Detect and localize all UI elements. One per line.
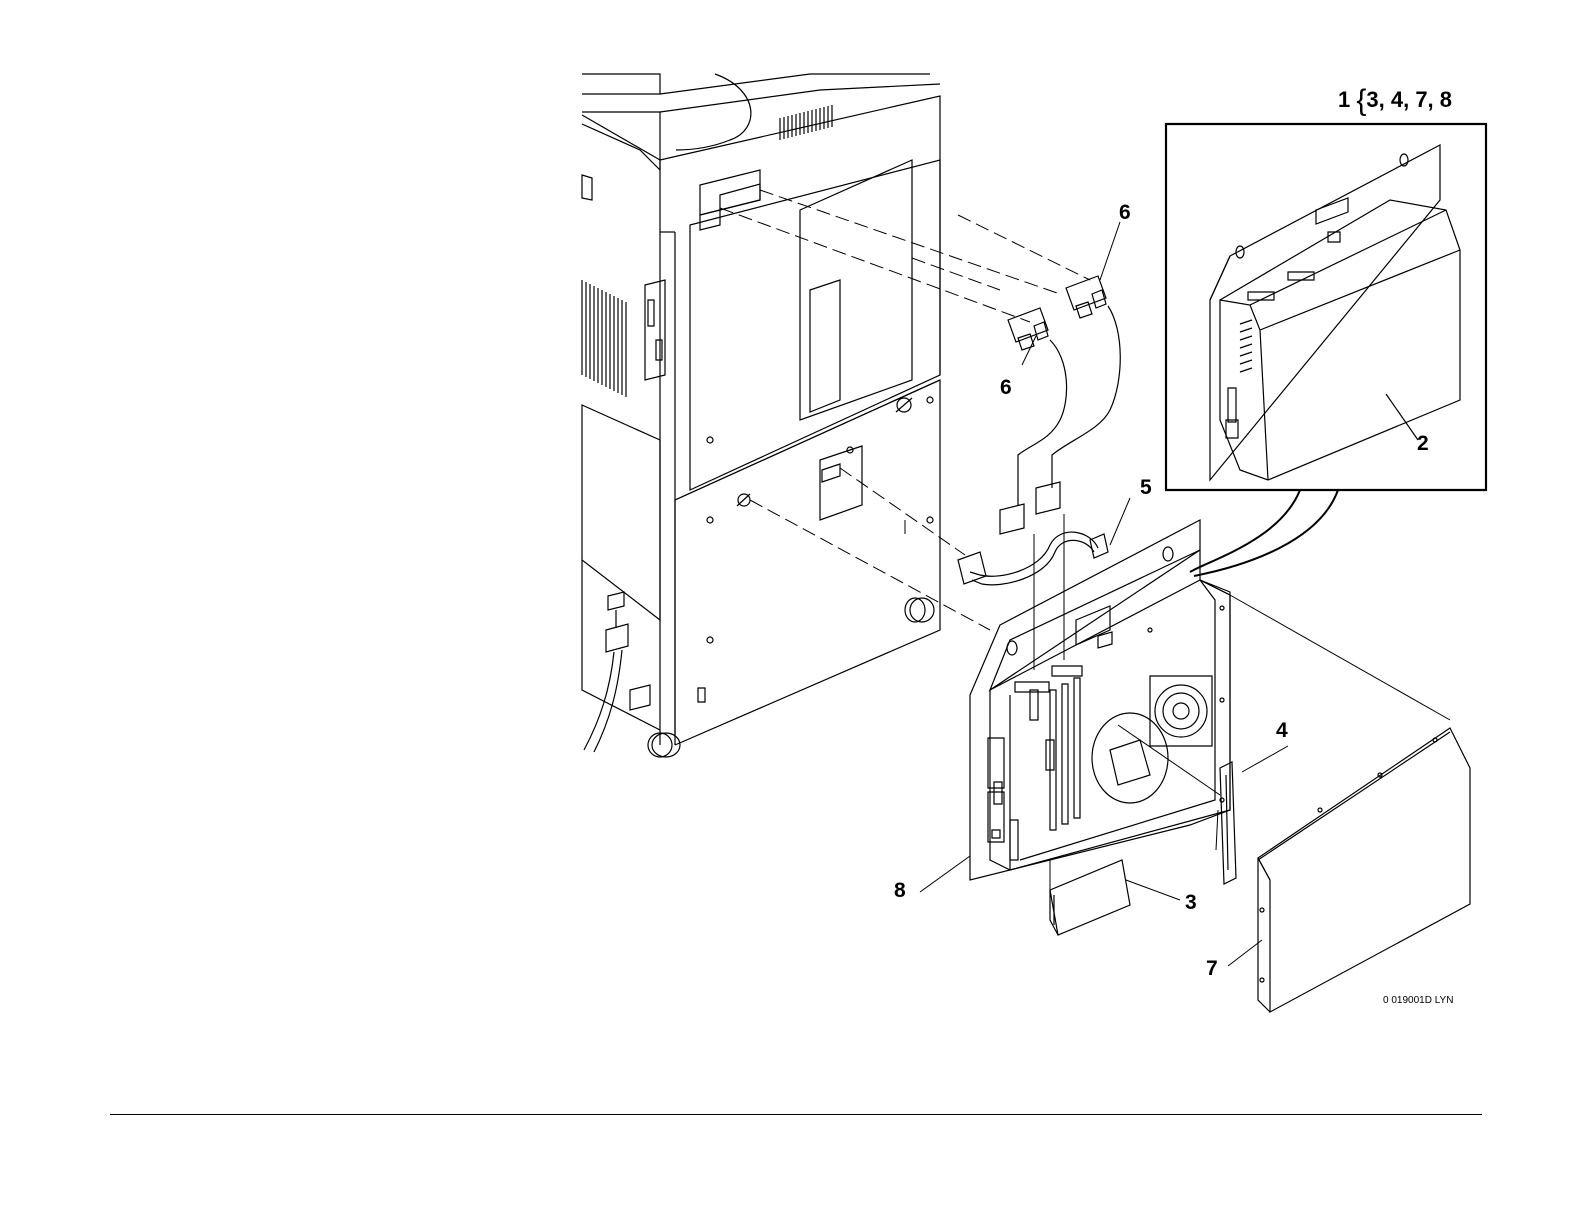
assembly-guides [1034, 514, 1450, 890]
callout-5: 5 [1140, 477, 1152, 498]
assembly-kit-label: 1 {3, 4, 7, 8 [1338, 84, 1452, 118]
callout-3: 3 [1185, 892, 1197, 913]
figure-id: 0 019001D LYN [1383, 995, 1453, 1006]
machine-body [582, 74, 940, 757]
callout-6-right: 6 [1119, 202, 1131, 223]
inset-vents [1240, 320, 1252, 372]
parent-item-number: 1 [1338, 87, 1350, 112]
cable-assemblies [958, 276, 1120, 585]
slot-cover [1220, 762, 1236, 884]
memory-card [1050, 860, 1130, 935]
inset-detail [1166, 124, 1486, 490]
callout-4: 4 [1276, 720, 1288, 741]
side-vents [582, 280, 626, 397]
leader-lines [920, 222, 1288, 966]
brace-glyph: { [1356, 84, 1366, 117]
callout-6-left: 6 [1000, 377, 1012, 398]
rear-cover [1258, 728, 1470, 1012]
kit-item-list: 3, 4, 7, 8 [1366, 87, 1452, 112]
callout-8: 8 [894, 880, 906, 901]
page-divider [110, 1114, 1482, 1115]
callout-7: 7 [1206, 958, 1218, 979]
inset-pointer [1190, 490, 1338, 576]
callout-2: 2 [1417, 433, 1429, 454]
